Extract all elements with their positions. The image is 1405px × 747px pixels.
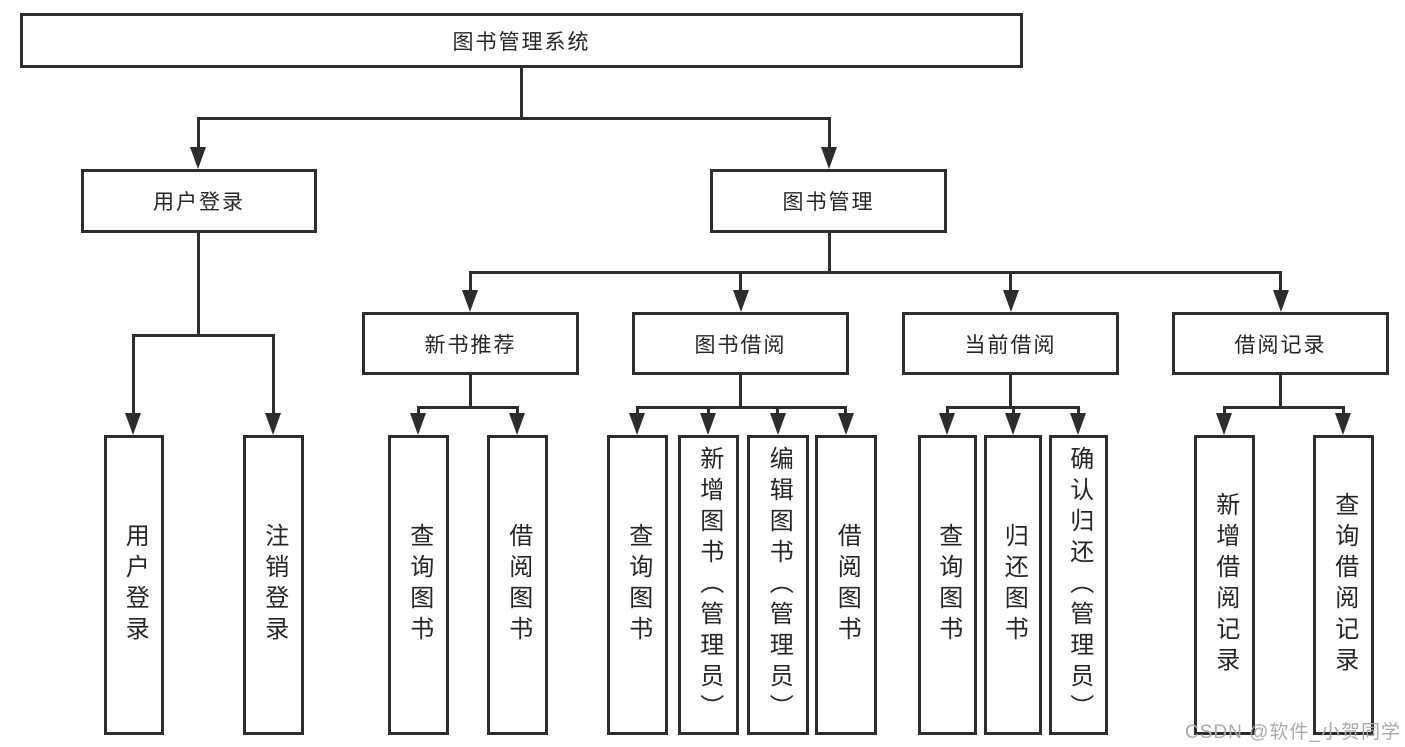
node-current-borrow: 当前借阅 [902, 312, 1119, 375]
node-borrow-record: 借阅记录 [1172, 312, 1389, 375]
connector-line [739, 271, 742, 292]
connector-line [636, 406, 847, 409]
connector-line [1077, 406, 1080, 415]
leaf-record-query-record: 查询借阅记录 [1313, 435, 1374, 735]
leaf-label: 用户登录 [121, 523, 149, 647]
connector-line [132, 334, 275, 337]
leaf-current-query-book: 查询图书 [918, 435, 977, 735]
leaf-label: 归还图书 [1000, 523, 1028, 647]
arrowhead-down-icon [125, 413, 141, 435]
arrowhead-down-icon [629, 413, 645, 435]
connector-line [828, 233, 831, 273]
leaf-label: 新增图书（管理员） [695, 445, 723, 725]
arrowhead-down-icon [1216, 413, 1232, 435]
leaf-label: 新增借阅记录 [1211, 492, 1239, 678]
leaf-recommend-query-book: 查询图书 [388, 435, 449, 735]
arrowhead-down-icon [700, 413, 716, 435]
leaf-record-add-record: 新增借阅记录 [1194, 435, 1255, 735]
leaf-label: 编辑图书（管理员） [765, 445, 793, 725]
arrowhead-down-icon [1003, 290, 1019, 312]
arrowhead-down-icon [939, 413, 955, 435]
node-book-borrow: 图书借阅 [632, 312, 849, 375]
arrowhead-down-icon [770, 413, 786, 435]
csdn-watermark: CSDN @软件_小贺同学 [1185, 722, 1401, 743]
leaf-label: 查询图书 [405, 523, 433, 647]
connector-line [417, 406, 420, 415]
leaf-borrow-query-book: 查询图书 [607, 435, 668, 735]
leaf-borrow-edit-book-admin: 编辑图书（管理员） [747, 435, 809, 735]
arrowhead-down-icon [265, 413, 281, 435]
arrowhead-down-icon [509, 413, 525, 435]
node-root: 图书管理系统 [20, 13, 1023, 68]
node-book-management: 图书管理 [710, 169, 947, 233]
connector-line [516, 406, 519, 415]
leaf-label: 确认归还（管理员） [1065, 445, 1093, 725]
leaf-user-login: 用户登录 [104, 435, 164, 735]
leaf-label: 查询图书 [624, 523, 652, 647]
connector-line [1223, 406, 1345, 409]
connector-line [469, 375, 472, 408]
connector-line [946, 406, 949, 415]
arrowhead-down-icon [1273, 290, 1289, 312]
connector-line [776, 406, 779, 415]
connector-line [469, 271, 1282, 274]
leaf-label: 借阅图书 [504, 523, 532, 647]
arrowhead-down-icon [190, 147, 206, 169]
connector-line [1009, 375, 1012, 408]
connector-line [1223, 406, 1226, 415]
leaf-recommend-borrow-book: 借阅图书 [487, 435, 548, 735]
connector-line [197, 117, 200, 149]
connector-line [520, 68, 523, 119]
connector-line [132, 334, 135, 415]
leaf-label: 查询借阅记录 [1330, 492, 1358, 678]
arrowhead-down-icon [410, 413, 426, 435]
arrowhead-down-icon [1070, 413, 1086, 435]
arrowhead-down-icon [733, 290, 749, 312]
node-user-login: 用户登录 [81, 169, 317, 233]
connector-line [469, 271, 472, 292]
leaf-borrow-borrow-book: 借阅图书 [815, 435, 877, 735]
node-new-book-recommend: 新书推荐 [362, 312, 579, 375]
connector-line [197, 233, 200, 336]
connector-line [828, 117, 831, 149]
arrowhead-down-icon [821, 147, 837, 169]
connector-line [1279, 375, 1282, 408]
connector-line [707, 406, 710, 415]
connector-line [1012, 406, 1015, 415]
connector-line [197, 117, 831, 120]
arrowhead-down-icon [462, 290, 478, 312]
leaf-label: 注销登录 [260, 523, 288, 647]
connector-line [844, 406, 847, 415]
leaf-current-confirm-return-admin: 确认归还（管理员） [1049, 435, 1108, 735]
leaf-label: 借阅图书 [833, 523, 861, 647]
connector-line [1279, 271, 1282, 292]
leaf-current-return-book: 归还图书 [984, 435, 1042, 735]
connector-line [1009, 271, 1012, 292]
connector-line [1342, 406, 1345, 415]
arrowhead-down-icon [1335, 413, 1351, 435]
leaf-logout: 注销登录 [243, 435, 304, 735]
arrowhead-down-icon [838, 413, 854, 435]
connector-line [417, 406, 519, 409]
connector-line [272, 334, 275, 415]
connector-line [739, 375, 742, 408]
leaf-label: 查询图书 [934, 523, 962, 647]
connector-line [636, 406, 639, 415]
arrowhead-down-icon [1005, 413, 1021, 435]
leaf-borrow-add-book-admin: 新增图书（管理员） [678, 435, 739, 735]
